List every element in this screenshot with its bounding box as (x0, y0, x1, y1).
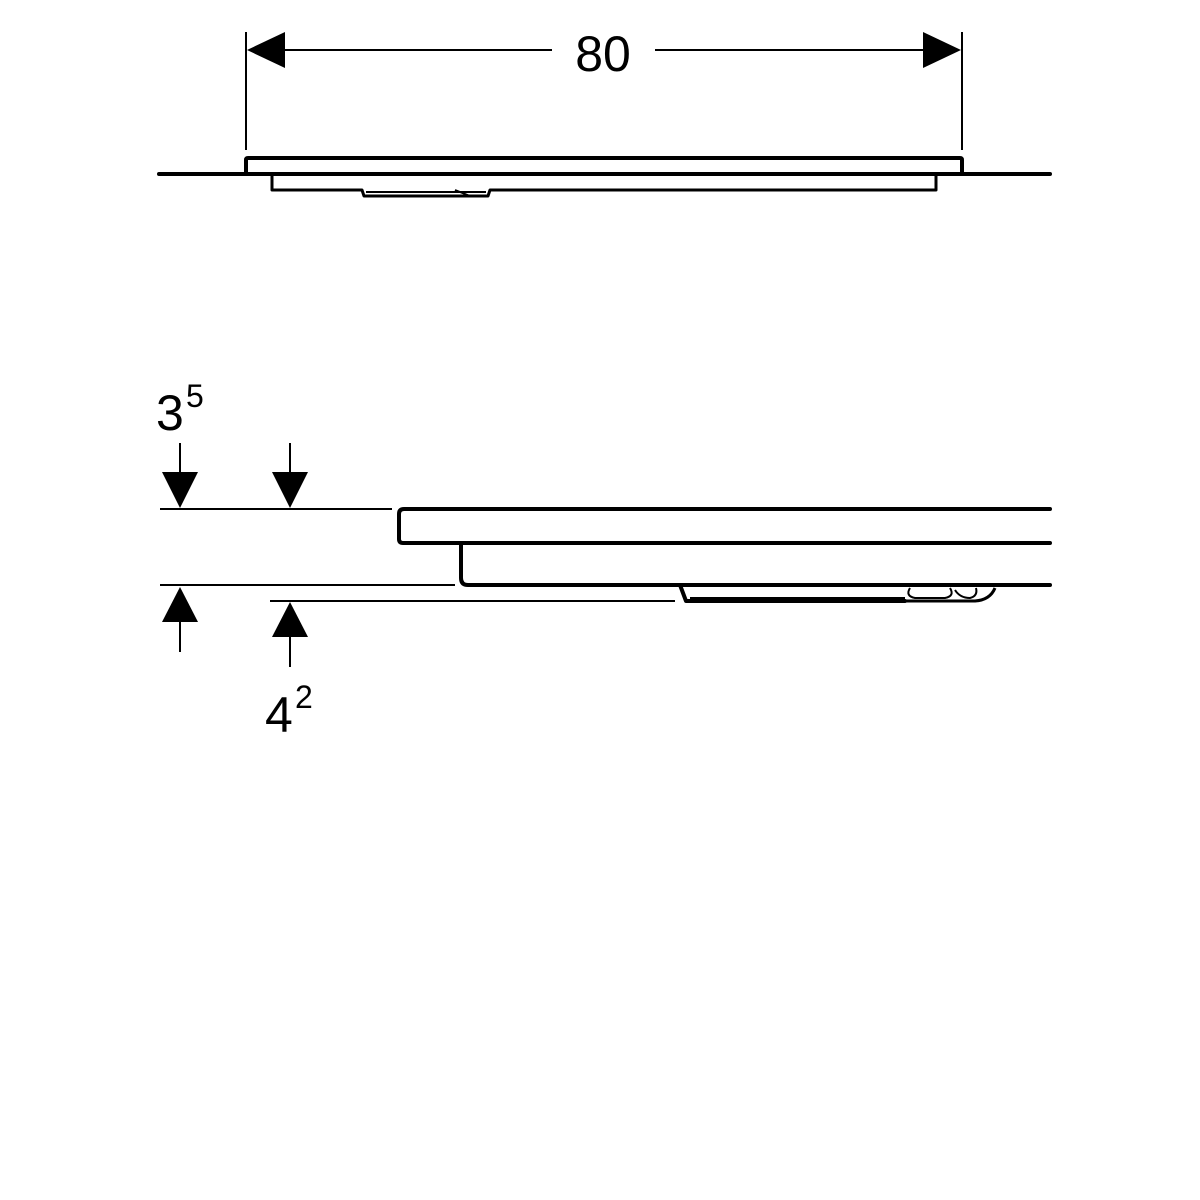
top-profile (157, 156, 1052, 198)
drain-mark-top (454, 189, 471, 197)
top-gap-label: 3 (156, 385, 184, 441)
top-gap-dimension: 3 5 (156, 378, 455, 586)
drain-outline-2 (954, 587, 978, 600)
arrow-down-2 (272, 472, 308, 508)
bottom-gap-dimension: 4 2 (162, 587, 675, 743)
arrow-up-2 (272, 602, 308, 637)
arrow-up-1 (162, 587, 198, 622)
tray-plate-side (397, 507, 1052, 545)
drain-detail-side (905, 587, 997, 603)
bottom-gap-label: 4 (265, 687, 293, 743)
bottom-gap-superscript: 2 (295, 679, 313, 715)
tray-plate-top (244, 156, 964, 176)
tray-body-top (270, 176, 938, 198)
width-label: 80 (575, 26, 631, 82)
width-arrow-right (923, 32, 961, 68)
tray-body-side (459, 543, 907, 603)
side-profile (397, 507, 1052, 603)
width-dimension: 80 (245, 26, 963, 150)
top-gap-superscript: 5 (186, 378, 204, 414)
drain-outline-1 (907, 587, 953, 599)
width-arrow-left (247, 32, 285, 68)
arrow-down-1 (162, 472, 198, 508)
